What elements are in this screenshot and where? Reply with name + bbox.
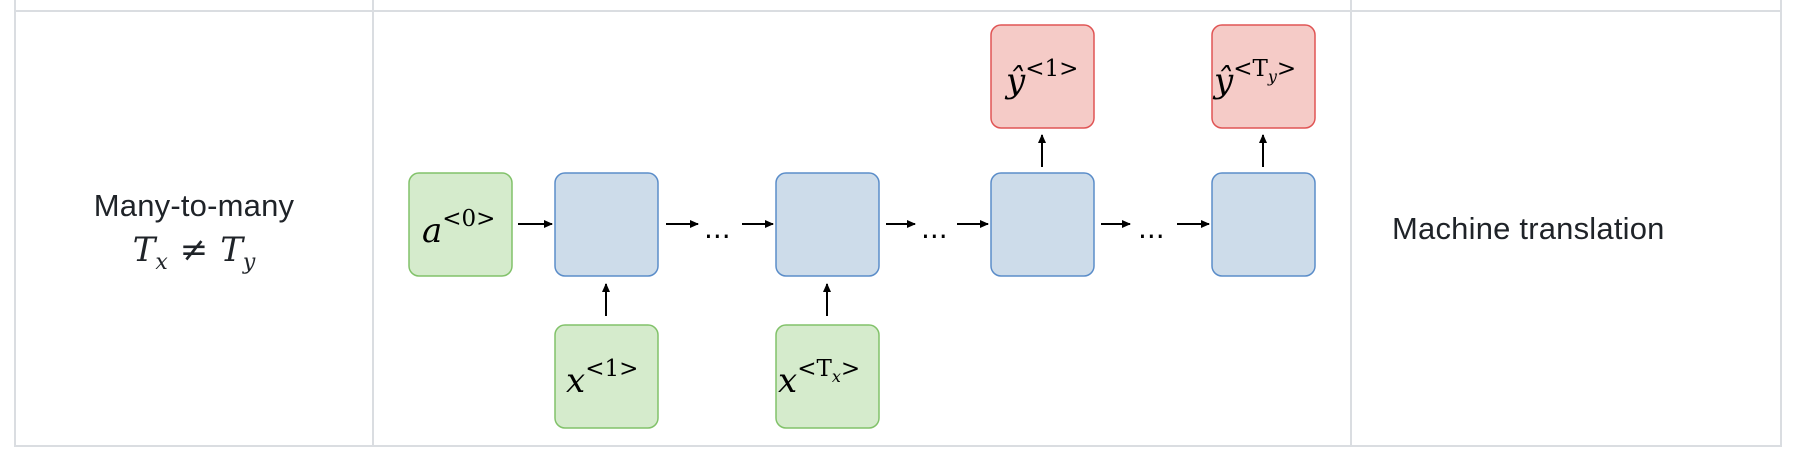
input-label-1: x<1> [566,356,638,401]
rnn-cell-3 [990,172,1095,277]
output-box-2 [1211,24,1316,129]
column-divider-2 [1350,0,1352,445]
formula-right-sub: y [242,249,256,275]
length-formula: Tx ≠ Ty [132,228,256,275]
ellipsis-2: ... [921,212,948,245]
formula-left-sub: x [155,249,168,275]
row-divider [16,10,1780,12]
rnn-cell-4 [1211,172,1316,277]
rnn-types-table-row: Many-to-many Tx ≠ Ty Machine translation [14,0,1782,447]
output-label-2: ŷ<Ty> [1212,56,1296,101]
initial-activation-box [408,172,513,277]
type-cell: Many-to-many Tx ≠ Ty [16,12,372,445]
output-label-1: ŷ<1> [1004,56,1078,101]
column-divider-1 [372,0,374,445]
formula-left: T [132,229,156,270]
input-label-2: x<Tx> [778,356,860,401]
input-box-1 [554,324,659,429]
input-box-2 [775,324,880,429]
output-box-1 [990,24,1095,129]
rnn-cell-1 [554,172,659,277]
formula-right: T [220,229,243,270]
ellipsis-3: ... [1138,212,1165,245]
initial-activation-label: a<0> [422,206,495,251]
ellipsis-1: ... [704,212,731,245]
rnn-cell-2 [775,172,880,277]
formula-operator: ≠ [179,229,209,270]
application-label: Machine translation [1392,210,1665,246]
application-cell: Machine translation [1364,12,1782,445]
type-label: Many-to-many [93,187,295,223]
